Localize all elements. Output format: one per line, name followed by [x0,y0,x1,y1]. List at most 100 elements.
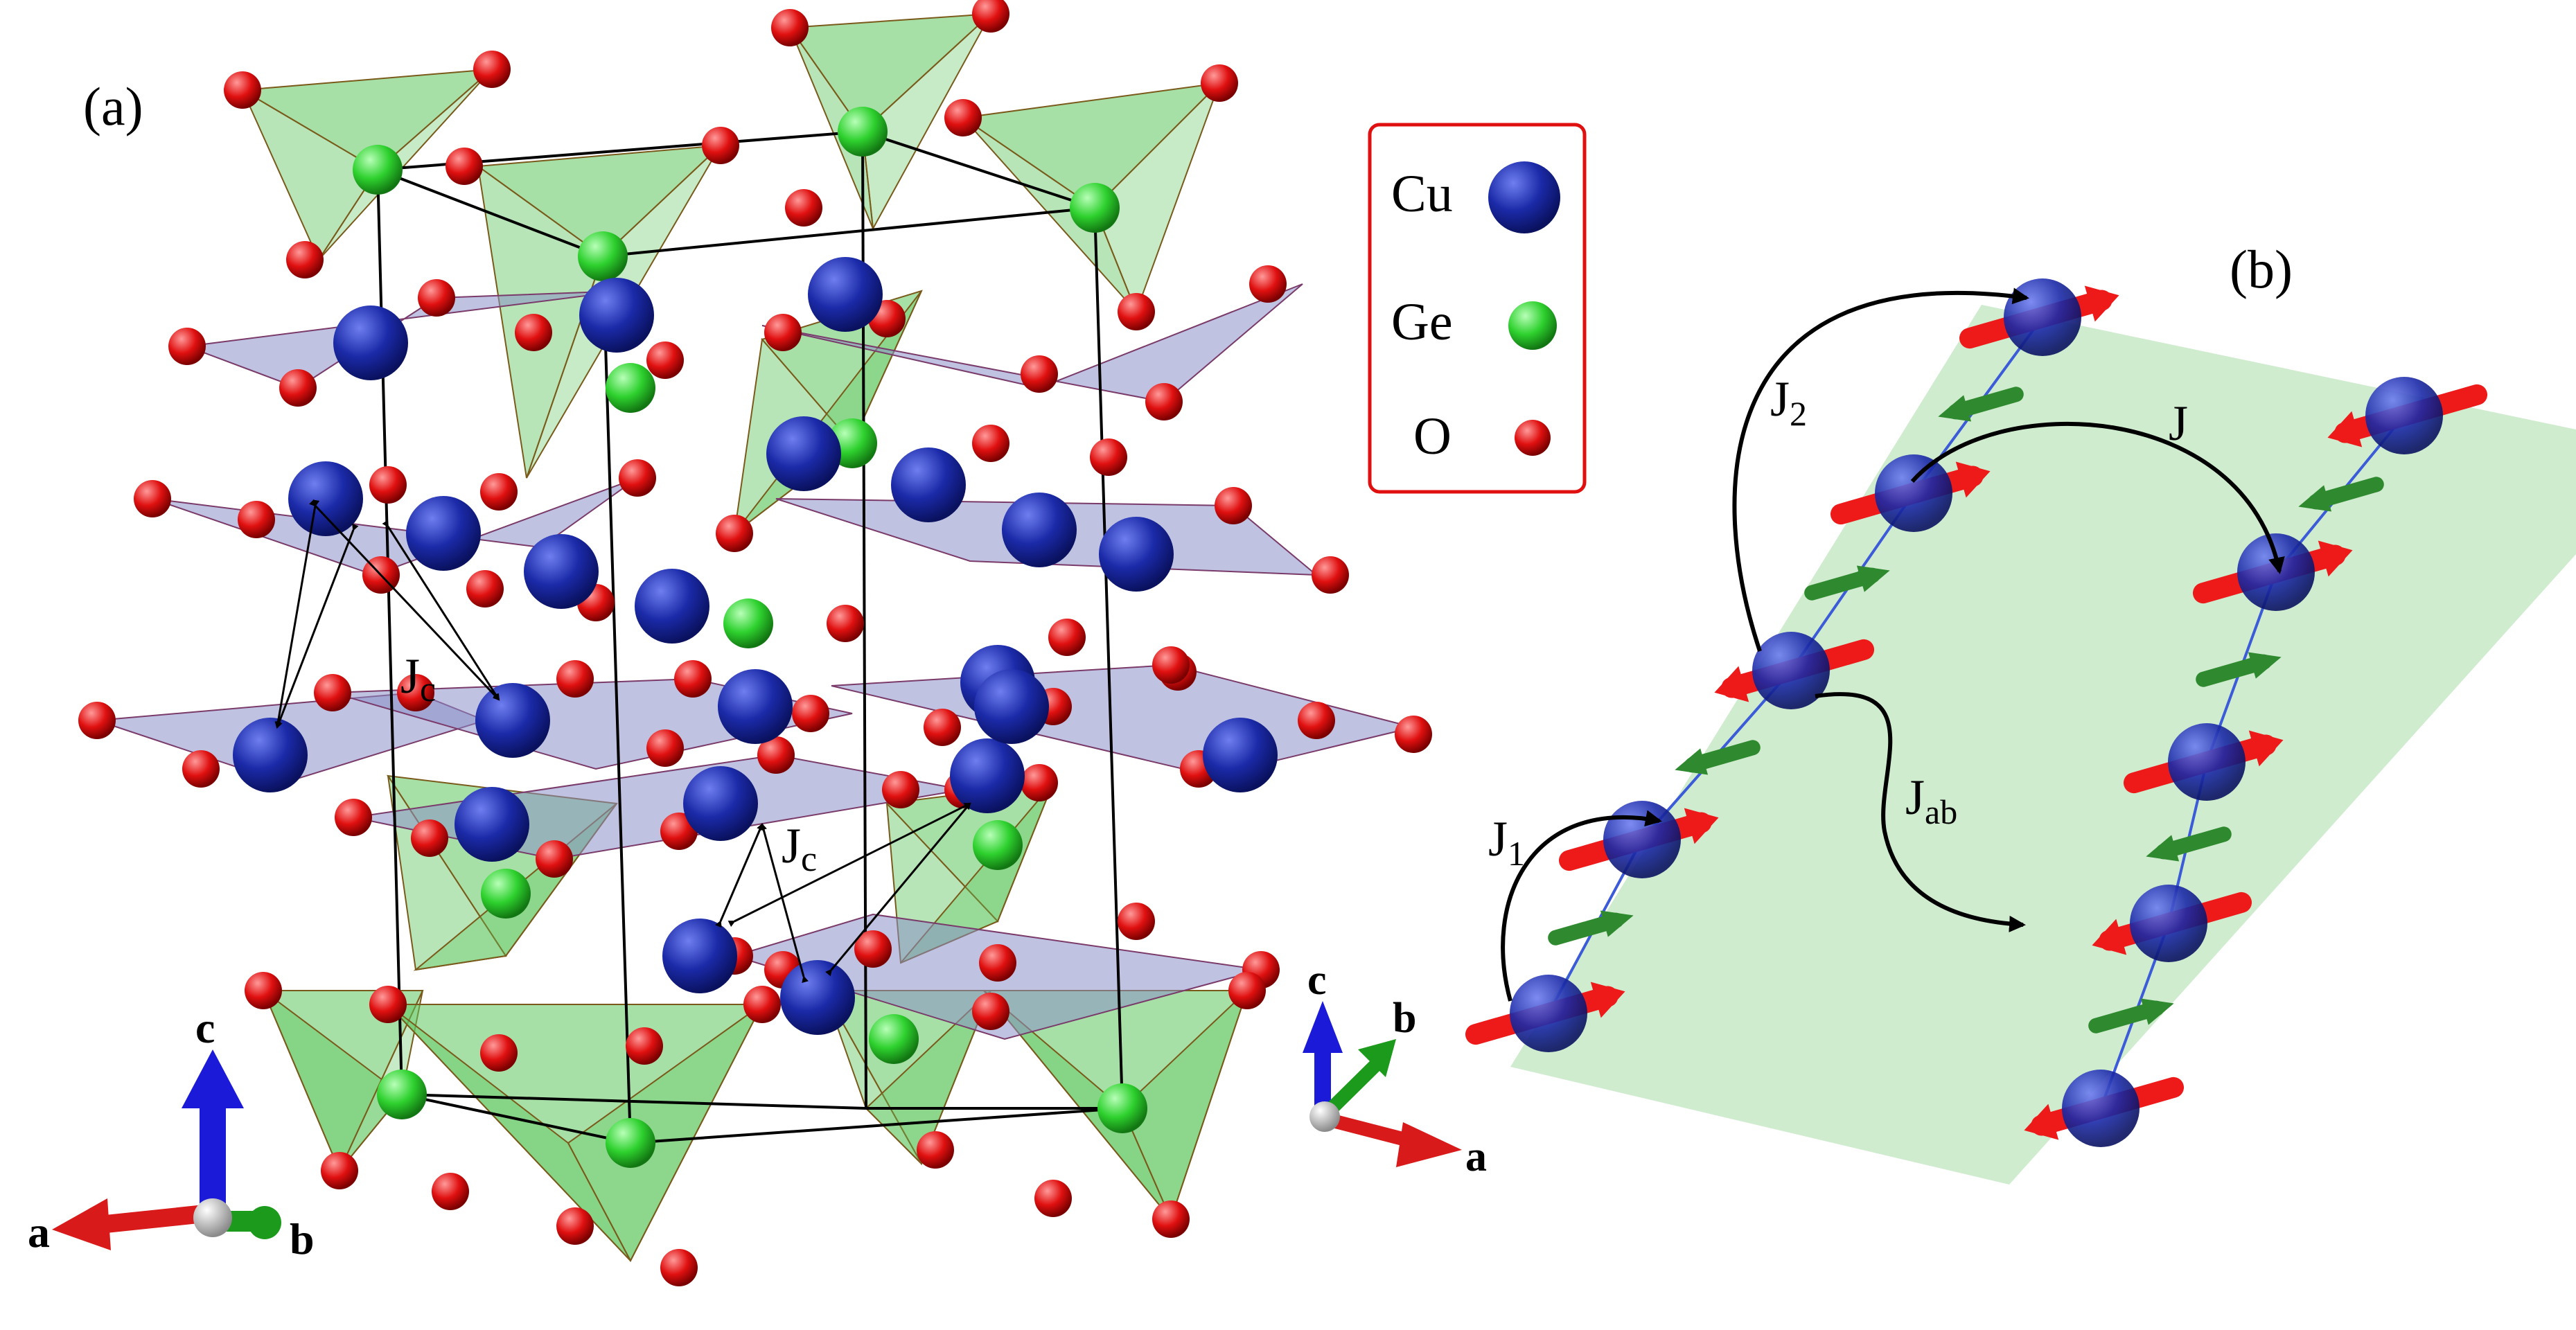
cu-spin-site [2237,533,2315,611]
unit-cell-edge [602,206,1095,258]
o-atom [480,473,518,511]
o-atom [1228,972,1266,1009]
o-atom [1118,903,1155,940]
unit-cell-edge [401,1093,631,1144]
j-coupling-arrow [1910,421,2285,574]
a-axis-shaft [82,1204,209,1236]
o-atom [224,71,261,109]
a-axis-head [52,1198,111,1250]
o-atom [827,605,864,642]
green-spin-arrow-head [1856,565,1890,592]
legend-o-label: O [1413,407,1452,466]
axes-triad-b: c b a [1303,957,1487,1180]
cu-atom [808,257,883,332]
o-atom [619,459,656,497]
ge-atom [869,1014,919,1064]
red-spin-arrow-head [2327,411,2363,447]
a-axis-shaft-b [1323,1112,1415,1149]
o-atom [445,148,483,185]
o-atom [78,702,116,739]
cu-spin-site [2062,1070,2140,1147]
o-atom [134,480,171,517]
o-atom [556,1207,594,1245]
cu-spin-site [2365,377,2443,454]
o-atom [1090,438,1127,476]
ge-tetrahedron-face [339,990,423,1171]
crystal-structure-panel-a: (a) Jc Jc c a b [28,0,1432,1286]
cu-atom [1002,493,1077,567]
red-spin-arrow-head [2024,1103,2059,1140]
ge-tetrahedron-face [567,1004,763,1263]
green-spin-arrow-head [1600,910,1634,937]
o-atom [1152,1200,1190,1238]
jc-arrow [825,802,971,977]
ge-atom [723,598,773,648]
o-atom [785,189,822,227]
o-atom [182,750,220,788]
red-spin-arrow-head [1590,982,1625,1018]
o-atom [1249,265,1287,303]
ab-plane [1510,305,2576,1185]
cu-atom [683,766,758,841]
o-atom [473,51,511,88]
cu-spin-site [2004,278,2081,356]
legend: Cu Ge O [1368,123,1587,494]
unit-cell-edge [377,168,603,258]
o-atom [411,819,448,857]
o-atom [369,986,407,1023]
red-spin-arrow-head [2084,285,2119,322]
legend-cu-sphere [1488,161,1560,233]
b-axis-head [248,1206,281,1239]
cu-atom [579,278,654,353]
o-atom [1021,764,1058,801]
o-atom [1395,716,1432,753]
o-atom [536,840,573,878]
ge-tetrahedron-face [861,13,991,231]
ge-tetrahedron-face [1121,990,1248,1221]
cu-spin-site [1752,632,1830,709]
green-spin-arrow [1548,910,1634,946]
a-axis-head-b [1396,1122,1462,1167]
unit-cell-edge [630,1107,1123,1144]
cu-atom [524,534,599,609]
axes-triad-a: c a b [28,1003,315,1264]
green-spin-arrow [1804,565,1890,601]
j-label: J [2169,396,2188,451]
o-atom [716,515,753,552]
o-atom [771,9,809,46]
atoms [78,0,1432,1286]
spin-chains [1465,278,2488,1147]
o-atom [917,1131,954,1169]
cu-atom [780,960,855,1035]
panel-a-label: (a) [83,76,143,136]
green-spin-arrow [2196,652,2282,687]
axis-c-label-b: c [1307,957,1327,1004]
o-atom [646,729,684,767]
ge-tetrahedron-face [318,69,493,260]
o-atom [1201,64,1238,102]
o-atom [792,695,829,732]
jc-arrow [276,523,359,729]
unit-cell-edge [862,130,1095,209]
axes-origin [193,1198,232,1237]
cu-atom [891,447,966,522]
legend-ge-label: Ge [1391,293,1453,351]
c-axis-head [182,1049,244,1108]
o-atom [1152,646,1190,684]
j2-label: J2 [1770,371,1807,433]
ge-atom [606,1118,655,1168]
j2-coupling-arrow [1732,287,2029,652]
o-atom [432,1173,469,1210]
ge-tetrahedron-face [865,990,991,1165]
o-atom [764,314,802,351]
c-axis-head-b [1303,1001,1343,1053]
o-atom [1298,702,1335,739]
jc-coupling-arrows [274,499,971,984]
o-atom [1145,383,1183,420]
cu-atom [455,787,529,862]
cu-spin-site [1510,975,1587,1052]
ge-atom [838,107,888,157]
cu-spin-site [2168,723,2246,801]
